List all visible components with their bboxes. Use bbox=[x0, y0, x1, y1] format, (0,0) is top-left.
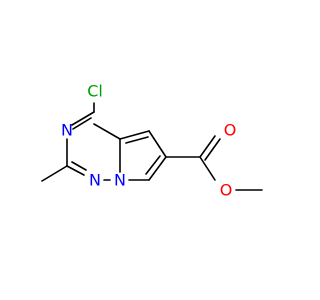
bond-c6-c7-second bbox=[145, 155, 161, 175]
bond-c4a-c4 bbox=[93, 123, 121, 140]
bond-c4a-c5 bbox=[119, 130, 150, 140]
bond-c2-n1 bbox=[66, 165, 85, 176]
atom-labels: Cl N N N O O bbox=[61, 82, 236, 200]
bond-c2-n1-second bbox=[71, 161, 87, 171]
atom-label-n-upper: N bbox=[61, 121, 73, 140]
molecule-structure: Cl N N N O O bbox=[41, 82, 263, 200]
atom-label-o-ester: O bbox=[220, 181, 233, 200]
bond-c4-n3-second bbox=[72, 117, 92, 130]
structure-canvas: Cl N N N O O bbox=[41, 82, 263, 200]
atom-label-n-lower-left: N bbox=[89, 171, 101, 190]
bond-carbonyl-ester-o bbox=[199, 156, 216, 181]
bond-c4a-c5-second bbox=[125, 136, 149, 144]
bond-c4-n3 bbox=[71, 111, 95, 126]
bond-c6-c7 bbox=[148, 156, 167, 181]
bond-lines bbox=[41, 102, 263, 191]
atom-label-o-carbonyl: O bbox=[224, 121, 237, 140]
atom-label-n-bridge: N bbox=[114, 171, 126, 190]
bond-c5-c6 bbox=[148, 130, 167, 158]
atom-label-cl: Cl bbox=[87, 82, 103, 101]
bond-carbonyl-double-second bbox=[204, 138, 221, 161]
bond-c2-methyl bbox=[41, 165, 68, 182]
bond-carbonyl-double bbox=[199, 135, 216, 158]
